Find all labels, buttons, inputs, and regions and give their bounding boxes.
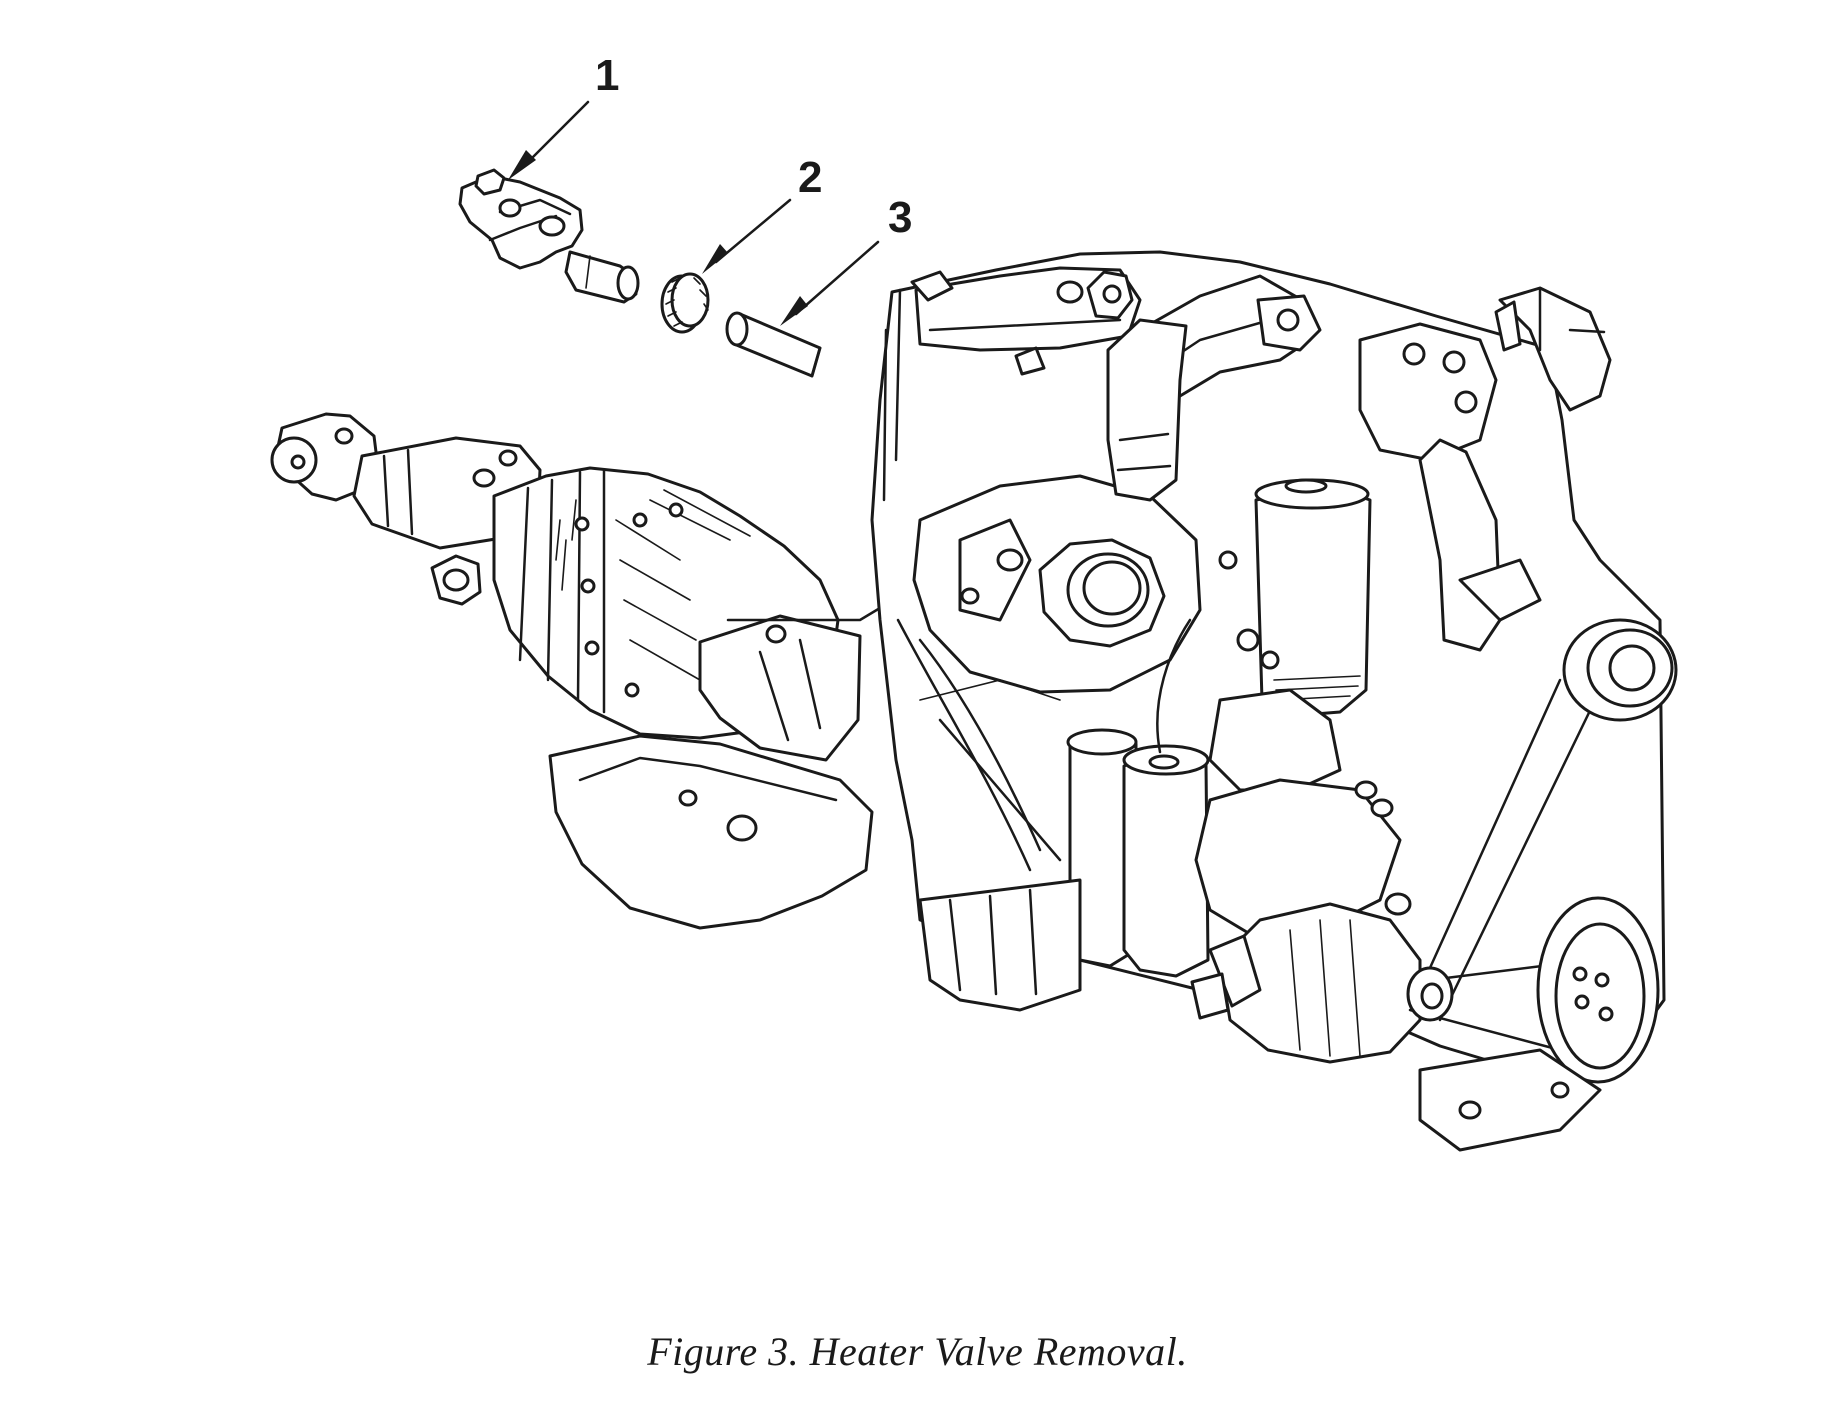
transmission <box>270 412 902 930</box>
leader-line-3 <box>794 240 880 316</box>
figure-caption: Figure 3. Heater Valve Removal. <box>647 1329 1188 1374</box>
engine-block <box>870 250 1678 1152</box>
callout-number-3: 3 <box>888 193 912 242</box>
callout-2: 2 <box>702 153 822 274</box>
hose-clamp <box>660 272 710 334</box>
callout-number-2: 2 <box>798 153 822 202</box>
callout-1: 1 <box>508 51 619 180</box>
callout-number-1: 1 <box>595 51 619 100</box>
case-bolts <box>574 502 684 698</box>
leader-arrow-1 <box>508 150 536 180</box>
heater-hose <box>725 311 822 378</box>
callout-3: 3 <box>780 193 912 326</box>
leader-line-2 <box>714 198 792 264</box>
leader-arrow-3 <box>780 296 808 326</box>
leader-arrow-2 <box>702 244 728 274</box>
heater-valve <box>458 168 640 304</box>
